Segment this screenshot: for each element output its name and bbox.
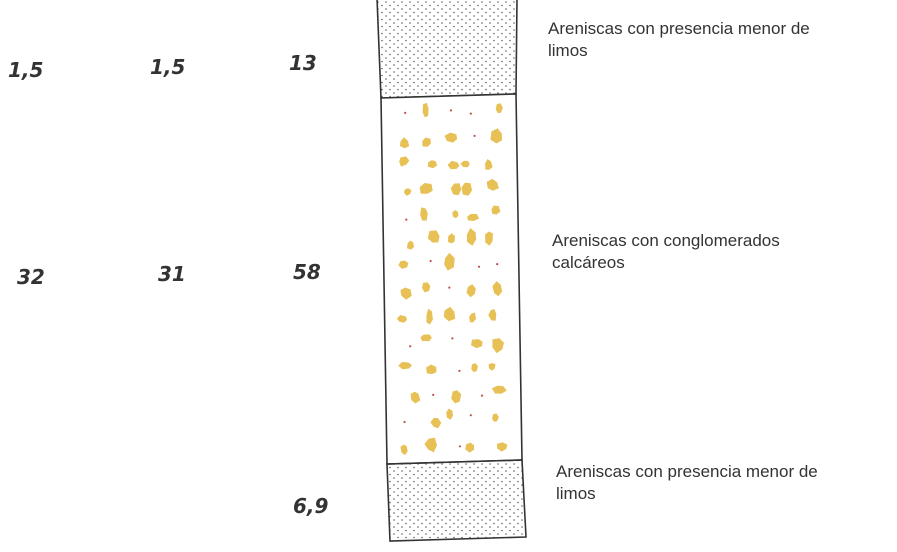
clast: [491, 385, 507, 394]
clast: [461, 182, 473, 196]
mineral-dot: [473, 134, 476, 137]
clast: [497, 442, 508, 452]
clast: [424, 437, 437, 453]
value-col-c-top: 13: [289, 51, 317, 75]
clast: [419, 183, 433, 194]
clast: [446, 408, 453, 420]
mineral-dot: [477, 265, 481, 268]
clast: [410, 391, 421, 404]
clast: [422, 137, 431, 147]
clast: [422, 282, 431, 293]
clast: [427, 160, 438, 169]
clast: [444, 252, 455, 271]
clast: [451, 390, 462, 404]
clast: [469, 312, 476, 323]
clast: [485, 159, 493, 170]
clast: [452, 210, 459, 219]
clast: [495, 103, 503, 114]
clast: [492, 413, 499, 422]
mineral-dot: [448, 286, 451, 289]
clast: [398, 362, 412, 370]
layer-description-top-line2: limos: [548, 41, 588, 60]
clast: [422, 102, 429, 118]
clast: [396, 315, 407, 323]
clast: [420, 207, 428, 221]
clast: [466, 284, 476, 298]
clast: [448, 233, 455, 244]
clast: [488, 363, 496, 371]
value-col-a-top: 1,5: [8, 58, 44, 82]
clast: [407, 240, 415, 250]
layer-description-middle-line1: Areniscas con conglomerados: [552, 231, 780, 250]
mineral-dot: [432, 393, 435, 396]
clast: [427, 230, 440, 243]
value-col-c-bottom: 6,9: [293, 494, 329, 518]
clast: [471, 363, 478, 373]
clast: [400, 137, 410, 149]
layer-description-top-line1: Areniscas con presencia menor de: [548, 19, 810, 38]
clast: [492, 281, 503, 297]
layer-description-top: Areniscas con presencia menor de limos: [548, 18, 810, 62]
clast: [426, 364, 437, 375]
clast: [460, 160, 470, 168]
mineral-dot: [449, 109, 453, 112]
value-col-c-middle: 58: [293, 260, 321, 284]
clast: [492, 338, 504, 354]
layer-description-bottom-line2: limos: [556, 484, 596, 503]
value-col-a-middle: 32: [17, 265, 45, 289]
clast: [404, 188, 412, 196]
layer-top-stipple: [376, 0, 518, 99]
mineral-dot: [458, 445, 461, 448]
clast: [467, 214, 480, 221]
value-col-b-middle: 31: [158, 262, 186, 286]
mineral-dot: [409, 345, 412, 348]
clast: [491, 205, 501, 215]
clast: [447, 160, 460, 170]
clast: [426, 308, 433, 325]
clast: [398, 260, 409, 269]
clast: [443, 306, 456, 322]
clast: [400, 444, 408, 456]
layer-description-middle-line2: calcáreos: [552, 253, 625, 272]
value-col-b-top: 1,5: [150, 55, 186, 79]
clast: [465, 442, 475, 453]
clast: [485, 231, 493, 246]
mineral-dot: [405, 218, 408, 221]
mineral-dot: [451, 337, 454, 340]
mineral-dot: [496, 263, 499, 266]
mineral-dot: [404, 111, 407, 114]
clast: [466, 228, 477, 246]
mineral-dot: [458, 369, 461, 372]
clast: [471, 339, 483, 349]
mineral-dot: [469, 112, 472, 115]
clast: [444, 132, 458, 143]
layer-middle-clasts: [380, 93, 523, 465]
layer-description-bottom: Areniscas con presencia menor de limos: [556, 461, 818, 505]
layer-description-middle: Areniscas con conglomerados calcáreos: [552, 230, 780, 274]
clast: [400, 287, 412, 300]
clast: [486, 178, 499, 191]
clast-group: [396, 102, 508, 456]
layer-bottom-stipple: [386, 459, 527, 542]
mineral-dot: [429, 259, 432, 263]
clast: [399, 156, 410, 167]
layer-description-bottom-line1: Areniscas con presencia menor de: [556, 462, 818, 481]
mineral-dot: [480, 394, 484, 397]
mineral-dot: [403, 420, 406, 424]
clast: [420, 334, 432, 342]
clast: [430, 417, 442, 429]
clast: [450, 183, 462, 196]
clast: [490, 128, 502, 144]
mineral-dot: [469, 414, 472, 417]
clast: [488, 309, 497, 321]
